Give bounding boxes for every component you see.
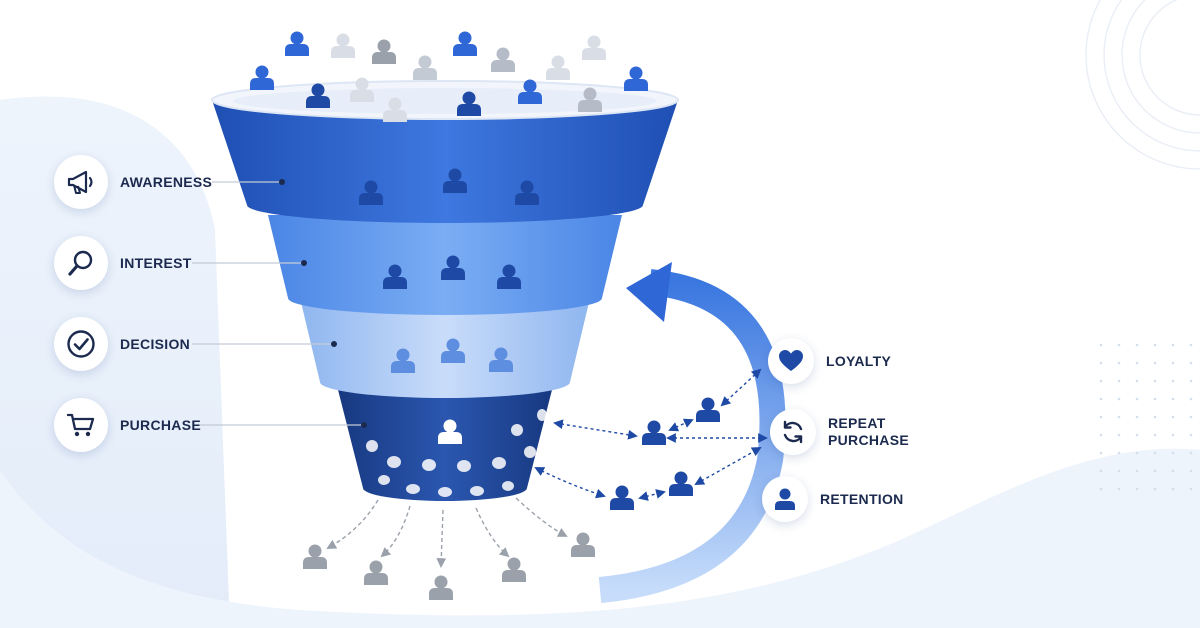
magnifier-icon xyxy=(54,236,108,290)
stage-awareness: AWARENESS xyxy=(54,155,212,209)
person-icon xyxy=(250,65,274,90)
person-icon xyxy=(642,420,666,445)
funnel-mouth xyxy=(233,88,657,114)
person-icon xyxy=(429,575,453,600)
stage-retention: RETENTION xyxy=(762,476,904,522)
person-icon xyxy=(364,560,388,585)
person-icon xyxy=(491,47,515,72)
megaphone-icon xyxy=(54,155,108,209)
stage-repeat-purchase-label: REPEAT PURCHASE xyxy=(828,415,909,449)
person-icon xyxy=(571,532,595,557)
person-icon xyxy=(669,471,693,496)
stage-repeat-label-line1: REPEAT xyxy=(828,415,886,431)
dropout-people xyxy=(303,532,595,600)
person-icon xyxy=(546,55,570,80)
stage-retention-label: RETENTION xyxy=(820,490,904,507)
person-icon xyxy=(413,55,437,80)
person-icon xyxy=(285,31,309,56)
stage-repeat-purchase: REPEAT PURCHASE xyxy=(770,409,909,455)
funnel-band-interest xyxy=(268,215,622,315)
funnel-band-decision xyxy=(300,298,590,398)
stage-connectors xyxy=(192,179,367,428)
refresh-icon xyxy=(770,409,816,455)
check-circle-icon xyxy=(54,317,108,371)
stage-purchase-label: PURCHASE xyxy=(120,416,201,433)
dropout-arrows xyxy=(326,497,568,568)
stage-purchase: PURCHASE xyxy=(54,398,201,452)
funnel-band-awareness xyxy=(212,100,678,223)
stage-interest: INTEREST xyxy=(54,236,192,290)
stage-loyalty-label: LOYALTY xyxy=(826,352,892,369)
stage-decision-label: DECISION xyxy=(120,335,191,352)
retained-people xyxy=(610,397,720,510)
person-icon xyxy=(624,66,648,91)
stage-repeat-label-line2: PURCHASE xyxy=(828,432,909,448)
background-wave-bottom xyxy=(0,448,1200,628)
shopping-cart-icon xyxy=(54,398,108,452)
stage-awareness-label: AWARENESS xyxy=(120,173,213,190)
heart-icon xyxy=(768,338,814,384)
funnel xyxy=(211,80,679,501)
stage-decision: DECISION xyxy=(54,317,190,371)
dot-grid-pattern xyxy=(1095,338,1200,498)
background-wave-left xyxy=(0,96,230,628)
loop-arrow-head xyxy=(626,262,672,322)
person-icon xyxy=(696,397,720,422)
person-icon xyxy=(453,31,477,56)
person-icon xyxy=(610,485,634,510)
stage-loyalty: LOYALTY xyxy=(768,338,891,384)
corner-rings xyxy=(1085,0,1200,170)
funnel-filter-holes xyxy=(366,409,547,497)
retention-loop-arrow xyxy=(598,262,786,603)
person-icon xyxy=(372,39,396,64)
person-icon xyxy=(502,557,526,582)
person-icon xyxy=(582,35,606,60)
person-icon xyxy=(331,33,355,58)
retention-links xyxy=(534,368,768,501)
stage-interest-label: INTEREST xyxy=(120,254,192,271)
person-icon xyxy=(762,476,808,522)
person-icon xyxy=(303,544,327,569)
